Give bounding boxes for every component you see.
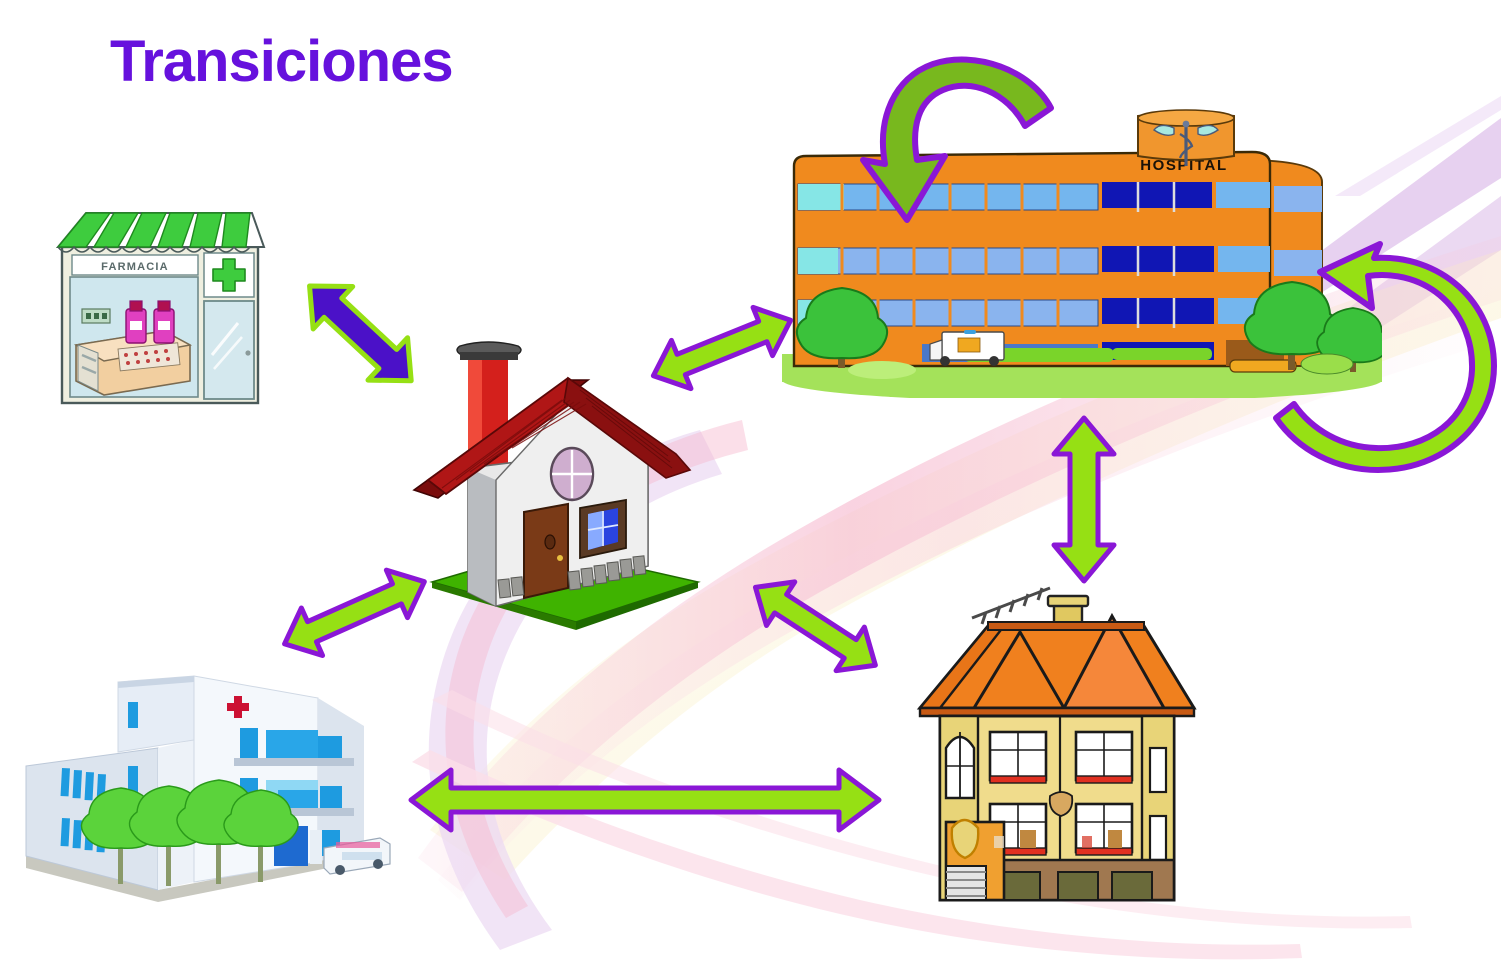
pharmacy-illustration: FARMACIA <box>55 212 266 405</box>
hospital-tree-left <box>795 286 889 368</box>
apartment-entrance[interactable] <box>944 818 1006 902</box>
medicine-bottles <box>125 300 175 344</box>
clinic-trees <box>80 779 299 886</box>
arrow-pharmacy-home <box>283 266 438 401</box>
arrow-home-hospital <box>642 296 802 401</box>
arrow-home-apartment <box>738 566 893 686</box>
arrow-hospital-loop <box>1268 241 1498 473</box>
home-attic-window <box>549 446 595 502</box>
apartment-illustration <box>916 586 1197 902</box>
pill-trays <box>117 342 181 372</box>
pharmacy-awning <box>55 212 266 253</box>
clinic-illustration <box>25 675 391 902</box>
arrow-clinic-home <box>272 556 437 671</box>
hospital-rooftop-tower <box>1137 109 1235 166</box>
node-apartment-building[interactable] <box>912 560 1202 930</box>
hospital-tree-right-1 <box>1243 280 1341 370</box>
apartment-roof <box>916 612 1197 718</box>
apartment-arched-window <box>944 732 976 800</box>
clinic-ambulance <box>323 837 391 875</box>
node-pharmacy[interactable]: FARMACIA <box>52 205 268 410</box>
hospital-sign-text: HOSPITAL <box>1140 157 1228 174</box>
page-title: Transiciones <box>110 29 454 94</box>
arrow-clinic-apartment <box>405 760 885 840</box>
hospital-ambulance <box>929 330 1005 366</box>
arrow-hospital-readmission <box>855 48 1080 248</box>
apartment-wall-ornament <box>1048 791 1074 817</box>
home-stone-base <box>497 555 647 599</box>
node-private-home[interactable] <box>398 330 718 630</box>
pharmacy-sign-text: FARMACIA <box>101 261 169 273</box>
home-window <box>579 498 627 560</box>
home-door[interactable] <box>523 502 569 600</box>
home-roof <box>412 376 692 499</box>
node-clinic[interactable] <box>18 640 393 925</box>
caduceus-icon <box>1152 120 1220 166</box>
green-cross-icon <box>212 258 246 292</box>
home-illustration <box>412 341 701 630</box>
arrow-hospital-apartment <box>1032 412 1137 587</box>
clinic-red-cross-icon <box>227 696 249 718</box>
